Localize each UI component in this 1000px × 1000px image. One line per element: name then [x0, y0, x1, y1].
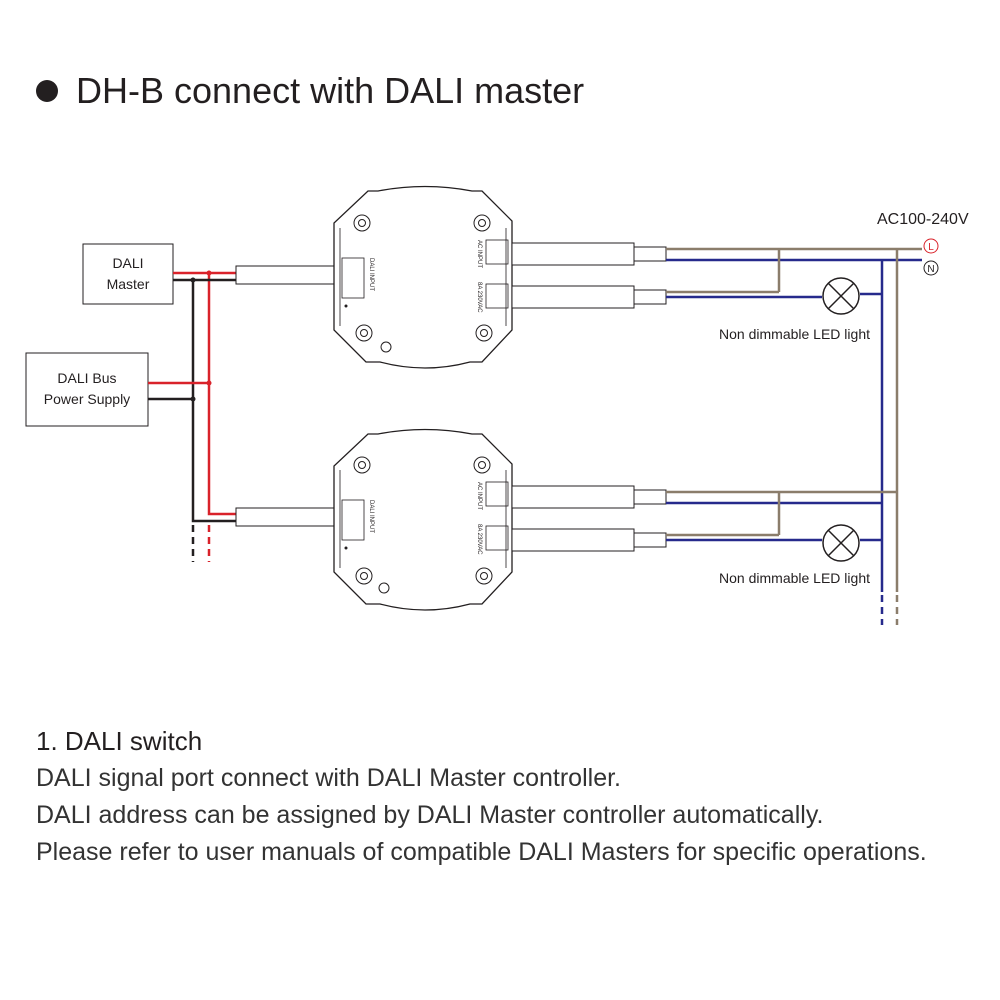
section-heading: 1. DALI switch [36, 726, 203, 756]
junction-dots [190, 270, 212, 402]
device2-dali-input: DALI INPUT [368, 500, 374, 533]
ac-wires [666, 247, 922, 625]
lamp-icon-bottom [822, 524, 860, 562]
ac-voltage-label: AC100-240V [877, 211, 969, 228]
bullet-icon [36, 80, 58, 102]
master-black-wire [173, 278, 238, 523]
device1-relay: 8A 230VAC [476, 282, 482, 313]
dh-b-device-1: DALI INPUT AC INPUT 8A 230VAC [333, 185, 513, 369]
device2-ac-input: AC INPUT [476, 482, 482, 510]
power-supply-label-2: Power Supply [44, 391, 130, 407]
description-line-3: Please refer to user manuals of compatib… [36, 838, 927, 866]
description-line-2: DALI address can be assigned by DALI Mas… [36, 801, 824, 829]
dali-master-label-1: DALI [112, 255, 143, 271]
live-terminal-icon: L [923, 238, 939, 254]
lamp-label-top: Non dimmable LED light [719, 326, 870, 342]
power-supply-label-1: DALI Bus [57, 370, 116, 386]
lamp-icon-top [822, 277, 860, 315]
dali-bus-power-box: DALI Bus Power Supply [25, 352, 149, 427]
device2-relay: 8A 230VAC [476, 524, 482, 555]
description-line-1: DALI signal port connect with DALI Maste… [36, 764, 621, 792]
dali-master-box: DALI Master [82, 243, 174, 305]
neutral-terminal-icon: N [923, 260, 939, 276]
dh-b-device-2: DALI INPUT AC INPUT 8A 230VAC [333, 428, 513, 611]
svg-text:N: N [927, 264, 934, 275]
lamp-label-bottom: Non dimmable LED light [719, 570, 870, 586]
device1-ac-input: AC INPUT [476, 240, 482, 268]
dali-bus-wires [148, 271, 238, 562]
left-cable-sheaths [235, 265, 335, 527]
title-text: DH-B connect with DALI master [76, 70, 585, 111]
device1-dali-input: DALI INPUT [368, 258, 374, 291]
dali-master-label-2: Master [107, 276, 150, 292]
right-cable-sheaths [511, 242, 667, 552]
svg-text:L: L [928, 242, 934, 253]
master-red-wire [173, 271, 238, 516]
page-title: DH-B connect with DALI master [36, 70, 584, 112]
